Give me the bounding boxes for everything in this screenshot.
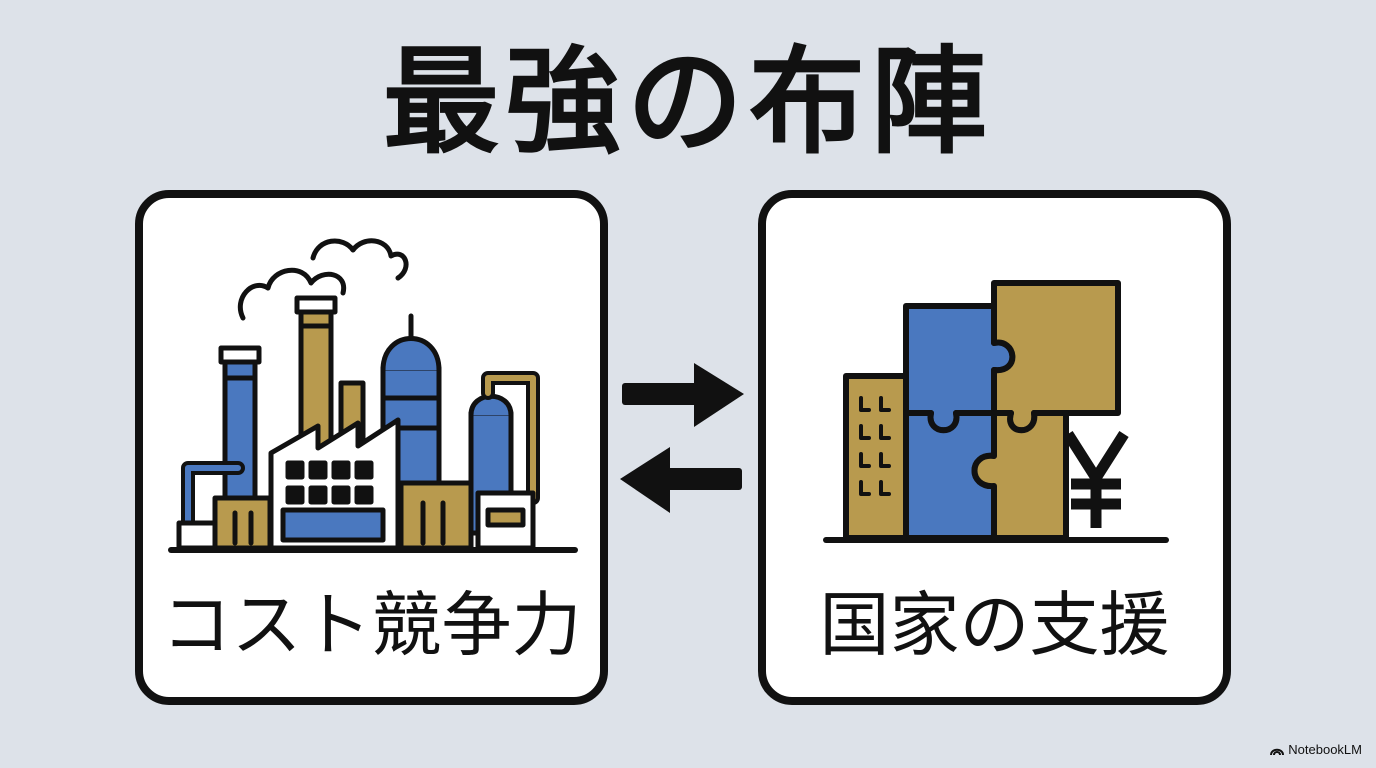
page-title: 最強の布陣 [383, 35, 993, 170]
national-support-label: 国家の支援 [819, 584, 1170, 666]
national-support-panel: 国家の支援 [758, 190, 1231, 705]
two-way-arrows-icon [620, 363, 744, 513]
factory-icon [168, 238, 578, 553]
puzzle-building-yen-icon [823, 280, 1169, 543]
cost-competitiveness-label: コスト競争力 [161, 584, 582, 666]
watermark-text: NotebookLM [1288, 742, 1362, 757]
cost-competitiveness-panel: コスト競争力 [135, 190, 608, 705]
notebooklm-watermark: NotebookLM [1270, 742, 1362, 758]
notebooklm-logo-icon [1270, 748, 1285, 755]
